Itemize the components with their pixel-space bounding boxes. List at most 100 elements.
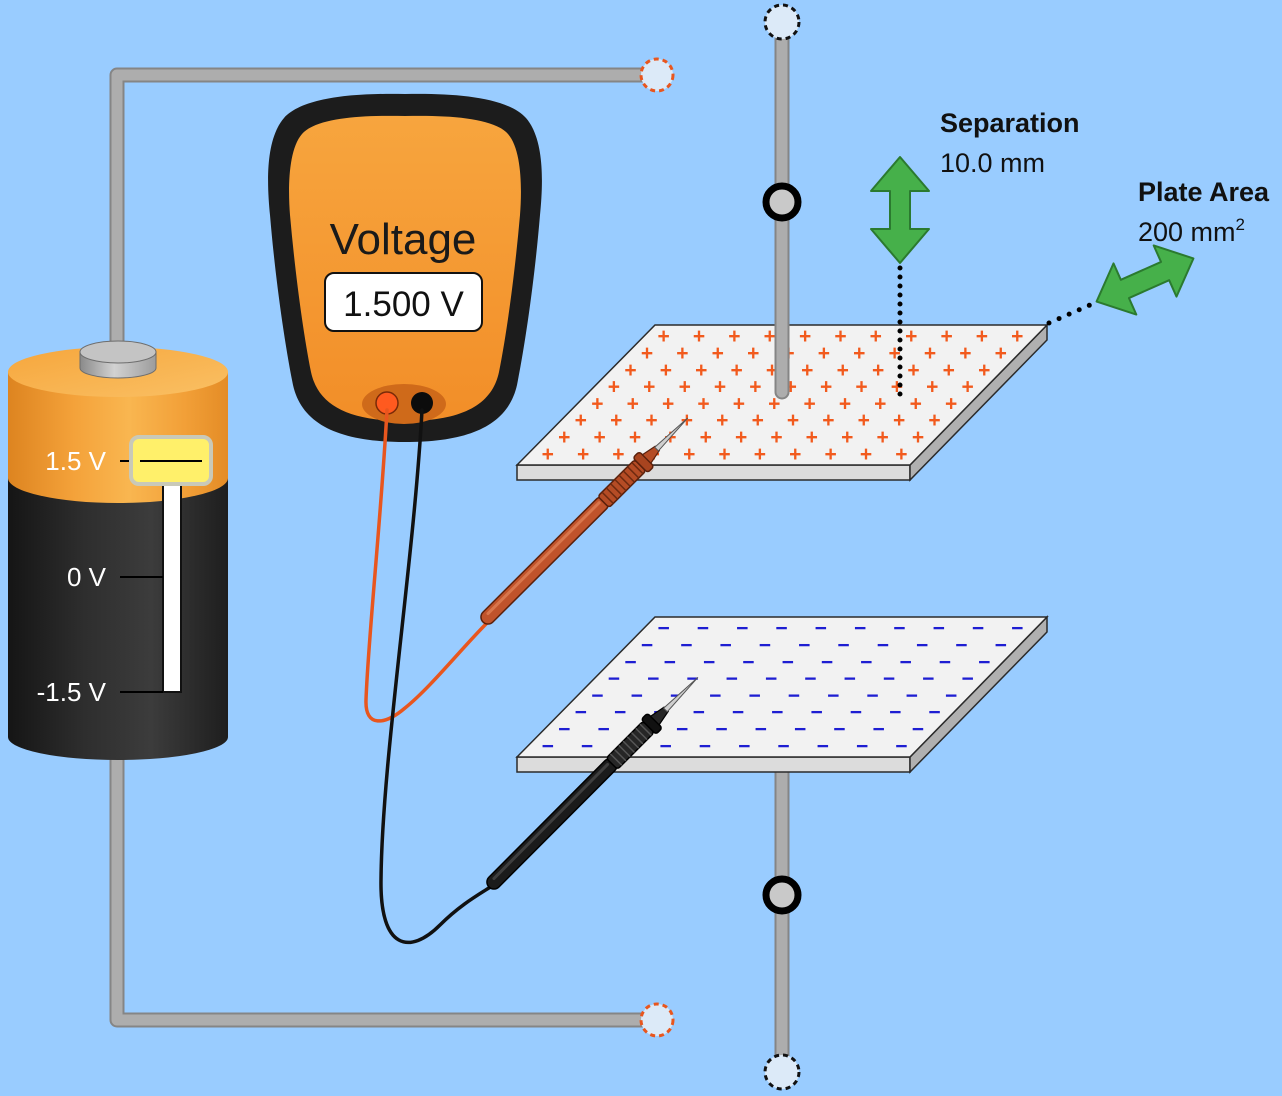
- negative-charge: −: [889, 701, 901, 724]
- negative-charge: −: [883, 668, 895, 691]
- plate-area-drag-handle[interactable]: [1085, 233, 1205, 327]
- positive-charge: +: [872, 359, 884, 382]
- positive-charge: +: [660, 359, 672, 382]
- voltmeter-face[interactable]: [289, 115, 521, 422]
- positive-charge: +: [839, 392, 851, 415]
- positive-charge: +: [803, 392, 815, 415]
- battery-terminal: [79, 340, 157, 379]
- battery-top-wire: [109, 67, 643, 352]
- negative-charge: −: [844, 668, 856, 691]
- separation-control: Separation 10.0 mm: [870, 108, 1080, 403]
- red-voltmeter-probe[interactable]: [476, 411, 696, 630]
- positive-charge: +: [629, 426, 641, 449]
- voltmeter[interactable]: Voltage 1.500 V: [268, 93, 542, 443]
- positive-charge: +: [681, 409, 693, 432]
- negative-charge: −: [676, 718, 688, 741]
- positive-charge: +: [749, 376, 761, 399]
- positive-charge: +: [945, 392, 957, 415]
- top-battery-connection-terminal[interactable]: [639, 57, 675, 93]
- positive-charge: +: [910, 392, 922, 415]
- black-voltmeter-probe[interactable]: [482, 670, 706, 894]
- positive-charge: +: [693, 325, 705, 348]
- positive-charge: +: [752, 409, 764, 432]
- battery-voltage-slider-knob[interactable]: [129, 435, 213, 486]
- negative-charge: −: [939, 651, 951, 674]
- positive-charge: +: [695, 359, 707, 382]
- top-switch-hinge[interactable]: [762, 182, 802, 222]
- top-switch-open-terminal[interactable]: [763, 3, 801, 41]
- negative-charge: −: [742, 651, 754, 674]
- bottom-plate-front-edge: [516, 756, 911, 773]
- negative-charge: −: [794, 718, 806, 741]
- positive-charge: +: [895, 443, 907, 466]
- positive-charge: +: [858, 409, 870, 432]
- positive-charge: +: [714, 376, 726, 399]
- positive-charge: +: [905, 325, 917, 348]
- bottom-battery-connection-terminal[interactable]: [639, 1002, 675, 1038]
- negative-charge: −: [699, 735, 711, 758]
- positive-charge: +: [834, 325, 846, 348]
- voltmeter-jack-panel: [362, 384, 446, 424]
- negative-charge: −: [933, 617, 945, 640]
- negative-charge: −: [893, 617, 905, 640]
- plate-area-double-arrow-icon[interactable]: [1085, 233, 1205, 327]
- positive-charge: +: [893, 409, 905, 432]
- negative-charge: −: [815, 617, 827, 640]
- voltmeter-readout-box: [324, 272, 483, 332]
- negative-charge: −: [581, 735, 593, 758]
- positive-charge: +: [926, 376, 938, 399]
- positive-charge: +: [643, 376, 655, 399]
- negative-charge: −: [837, 634, 849, 657]
- negative-charge: −: [657, 617, 669, 640]
- positive-charge: +: [627, 392, 639, 415]
- black-probe-wire: [379, 408, 494, 944]
- positive-charge: +: [801, 359, 813, 382]
- black-probe-needle[interactable]: [662, 675, 700, 713]
- separation-double-arrow-icon[interactable]: [870, 156, 930, 264]
- positive-charge: +: [1011, 325, 1023, 348]
- positive-charge: +: [679, 376, 691, 399]
- positive-charge: +: [657, 325, 669, 348]
- positive-charge: +: [730, 359, 742, 382]
- negative-charge: −: [817, 735, 829, 758]
- positive-charge: +: [591, 392, 603, 415]
- positive-charge: +: [683, 443, 695, 466]
- bottom-switch-hinge[interactable]: [762, 875, 802, 915]
- negative-charge: −: [895, 735, 907, 758]
- circuit-switches: [639, 3, 802, 1091]
- negative-charge: −: [719, 634, 731, 657]
- negative-charge: −: [775, 617, 787, 640]
- battery-slider-track[interactable]: [162, 467, 182, 693]
- battery-negative-body: [8, 478, 228, 760]
- positive-charge: +: [575, 409, 587, 432]
- voltmeter-black-jack: [411, 392, 433, 414]
- bottom-switch-open-terminal[interactable]: [763, 1053, 801, 1091]
- positive-charge: +: [789, 443, 801, 466]
- positive-charge: +: [733, 392, 745, 415]
- negative-charge: −: [726, 668, 738, 691]
- positive-charge: +: [712, 342, 724, 365]
- red-probe-needle[interactable]: [653, 416, 690, 452]
- negative-charge: −: [978, 651, 990, 674]
- battery-voltage-slider[interactable]: 1.5 V 0 V -1.5 V: [37, 435, 213, 707]
- plate-area-unit-exponent: 2: [1236, 215, 1245, 234]
- negative-charge: −: [542, 735, 554, 758]
- positive-charge: +: [787, 409, 799, 432]
- negative-charge: −: [955, 634, 967, 657]
- positive-charge: +: [641, 342, 653, 365]
- negative-charge: −: [782, 651, 794, 674]
- negative-charge: −: [804, 668, 816, 691]
- negative-charge: −: [788, 684, 800, 707]
- positive-charge: +: [976, 325, 988, 348]
- positive-charge: +: [961, 376, 973, 399]
- positive-charge: +: [837, 359, 849, 382]
- positive-charge: +: [924, 342, 936, 365]
- positive-charge: +: [874, 392, 886, 415]
- positive-charge: +: [768, 392, 780, 415]
- negative-charge: −: [641, 634, 653, 657]
- negative-charge: −: [850, 701, 862, 724]
- negative-charge: −: [659, 735, 671, 758]
- negative-charge: −: [765, 668, 777, 691]
- negative-charge: −: [732, 701, 744, 724]
